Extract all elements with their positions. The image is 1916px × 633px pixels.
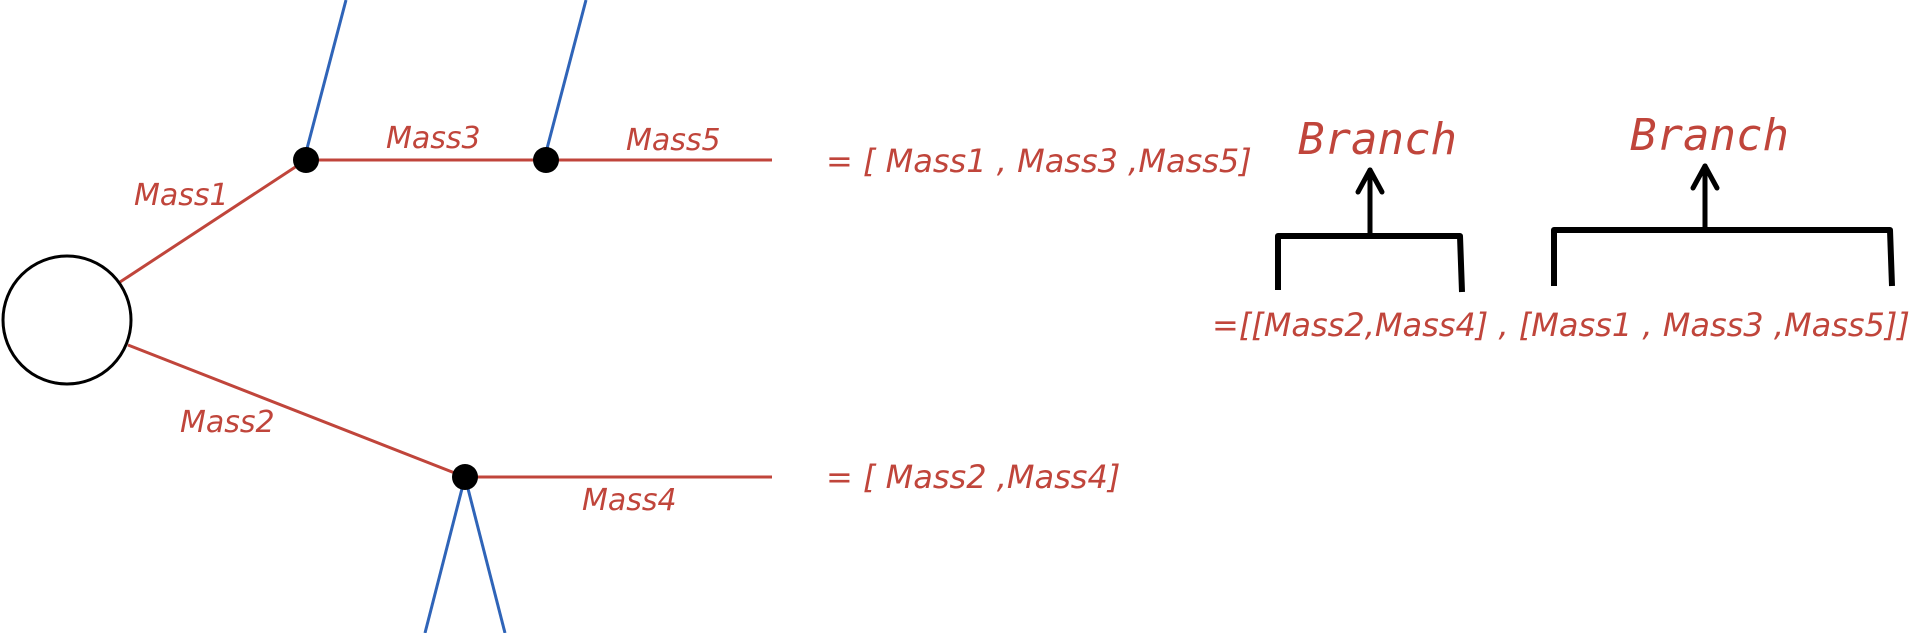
rope-line <box>463 476 507 633</box>
mass1-label: Mass1 <box>134 178 229 213</box>
joint-dot <box>452 464 478 490</box>
bracket-right <box>1551 227 1895 287</box>
rope-line <box>302 0 348 161</box>
mass5-label: Mass5 <box>626 123 721 158</box>
joint-dot <box>533 147 559 173</box>
up-arrow-icon <box>1690 163 1720 231</box>
bracket-left <box>1275 233 1465 293</box>
branch-label-right: Branch <box>1630 110 1789 161</box>
mass4-label: Mass4 <box>582 483 677 518</box>
rope-line <box>423 476 467 633</box>
branch-label-left: Branch <box>1298 114 1457 165</box>
root-circle <box>1 254 133 386</box>
up-arrow-icon <box>1355 167 1385 238</box>
mass2-link <box>127 343 466 479</box>
mass3-label: Mass3 <box>386 121 481 156</box>
mass2-label: Mass2 <box>180 405 275 440</box>
mass1-link <box>119 158 307 284</box>
equation-top: = [ Mass1 , Mass3 ,Mass5] <box>826 142 1252 180</box>
joint-dot <box>293 147 319 173</box>
equation-bottom: = [ Mass2 ,Mass4] <box>826 458 1120 496</box>
rope-line <box>542 0 588 161</box>
combined-equation: =[[Mass2,Mass4] , [Mass1 , Mass3 ,Mass5]… <box>1212 306 1910 344</box>
